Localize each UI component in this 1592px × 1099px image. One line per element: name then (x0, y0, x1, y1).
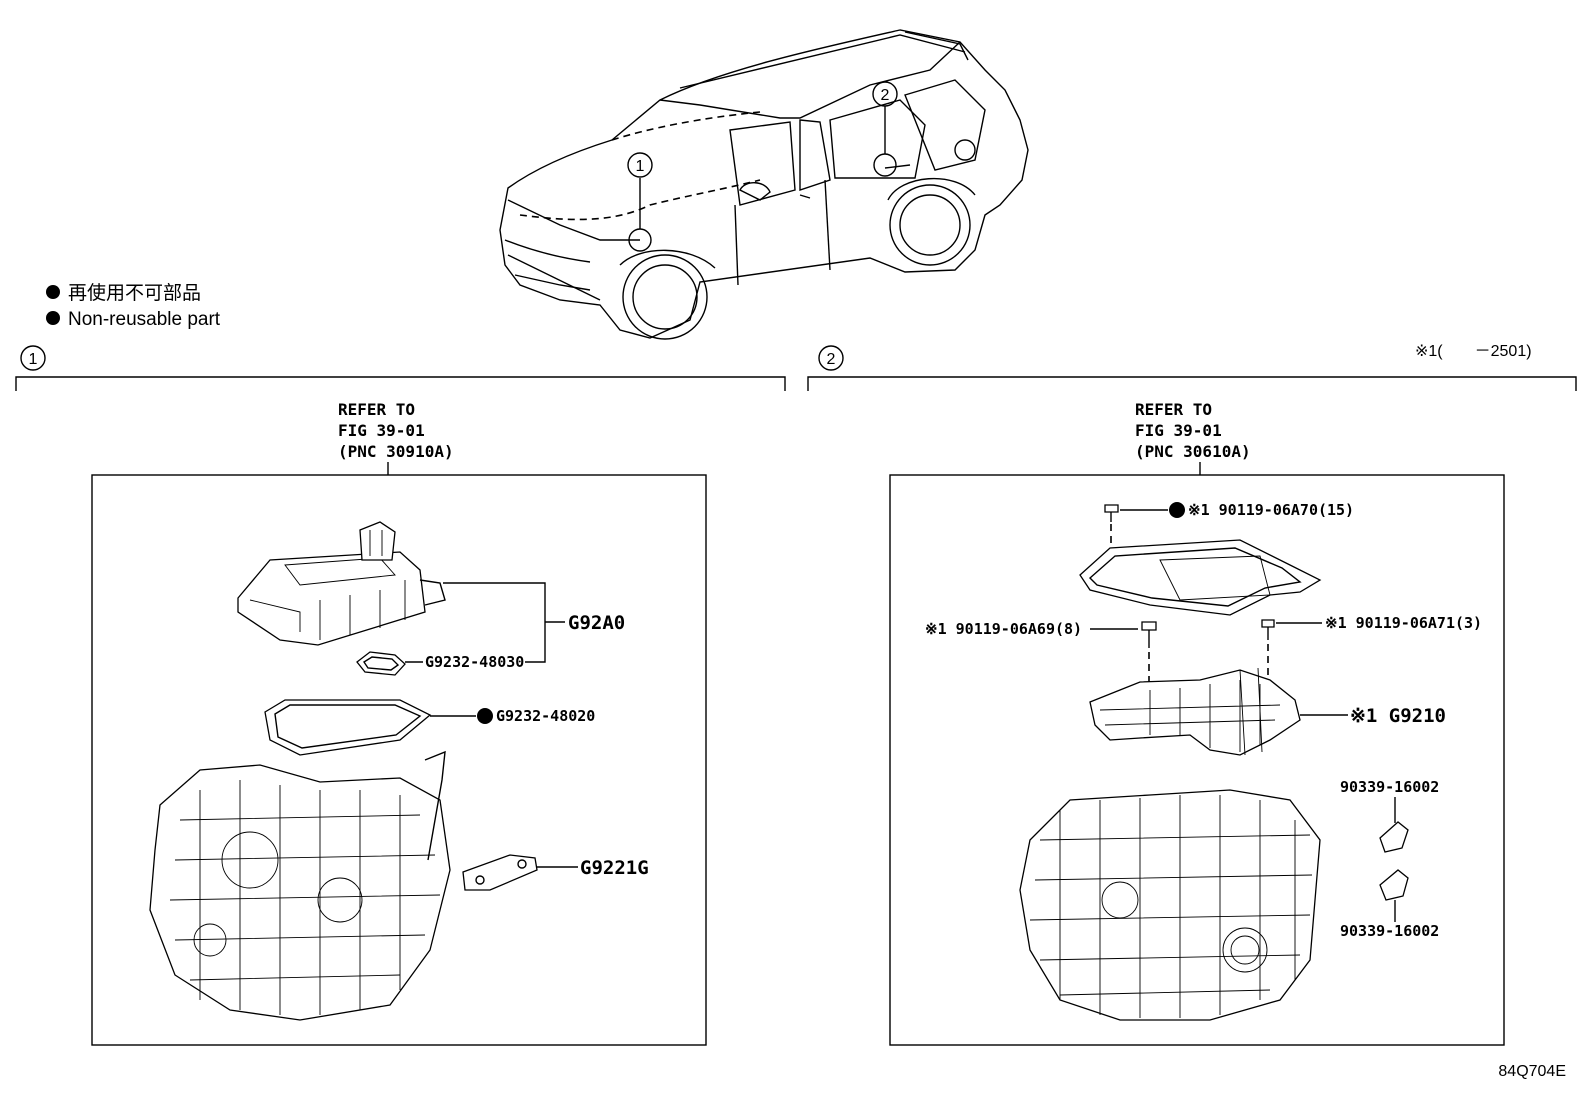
bolt-left-icon (1141, 621, 1157, 631)
plug-bottom-icon (1379, 869, 1409, 901)
section-1-frame (91, 474, 707, 1046)
non-reusable-dot-icon (1169, 502, 1185, 518)
inverter-assy-drawing (237, 521, 446, 646)
marker-1-label: 1 (636, 158, 645, 175)
part-label-g9232-48030: G9232-48030 (425, 653, 524, 671)
non-reusable-dot-icon (46, 285, 60, 299)
plug-top-icon (1379, 821, 1409, 853)
part-label-g9210: ※1 G9210 (1350, 705, 1446, 727)
vehicle-illustration: 1 2 (499, 29, 1029, 340)
bolt-right-icon (1261, 619, 1275, 628)
cover-plate-drawing (462, 854, 538, 891)
section-1: 1 REFER TO FIG 39-01 (PNC 30910A) G92A0 … (15, 345, 786, 1046)
part-label-bolt-06a71: ※1 90119-06A71(3) (1325, 614, 1482, 632)
section-2-frame (889, 474, 1505, 1046)
transaxle-2-drawing (1019, 789, 1321, 1021)
non-reusable-dot-icon (477, 708, 493, 724)
part-label-g92a0: G92A0 (568, 612, 625, 634)
section-1-number: 1 (29, 351, 38, 368)
section-2-refer-line1: REFER TO (1135, 400, 1212, 419)
figure-id: 84Q704E (1498, 1063, 1566, 1080)
part-label-g9232-48020: G9232-48020 (496, 707, 595, 725)
marker-2-circle (873, 153, 897, 177)
marker-2-label: 2 (881, 87, 890, 104)
bolt-top-icon (1104, 504, 1119, 513)
part-label-g9221g: G9221G (580, 857, 649, 879)
part-label-plug-bottom: 90339-16002 (1340, 922, 1439, 940)
legend: 再使用不可部品 Non-reusable part (46, 282, 221, 330)
transaxle-drawing (149, 750, 451, 1021)
part-label-plug-top: 90339-16002 (1340, 778, 1439, 796)
legend-jp-text: 再使用不可部品 (68, 282, 201, 304)
section-2-note: ※1( －2501) (1415, 343, 1532, 360)
section-2-number: 2 (827, 351, 836, 368)
section-1-refer-line1: REFER TO (338, 400, 415, 419)
section-1-refer-line3: (PNC 30910A) (338, 442, 454, 461)
non-reusable-dot-icon (46, 311, 60, 325)
gasket-48020-drawing (264, 699, 432, 756)
section-2-refer-line2: FIG 39-01 (1135, 421, 1222, 440)
legend-en-text: Non-reusable part (68, 309, 221, 330)
section-2-refer-line3: (PNC 30610A) (1135, 442, 1251, 461)
section-2: 2 ※1( －2501) REFER TO FIG 39-01 (PNC 306… (807, 343, 1577, 1046)
part-label-bolt-06a70: ※1 90119-06A70(15) (1188, 501, 1354, 519)
part-label-bolt-06a69: ※1 90119-06A69(8) (925, 620, 1082, 638)
inverter-g9210-drawing (1089, 667, 1301, 756)
section-1-refer-line2: FIG 39-01 (338, 421, 425, 440)
